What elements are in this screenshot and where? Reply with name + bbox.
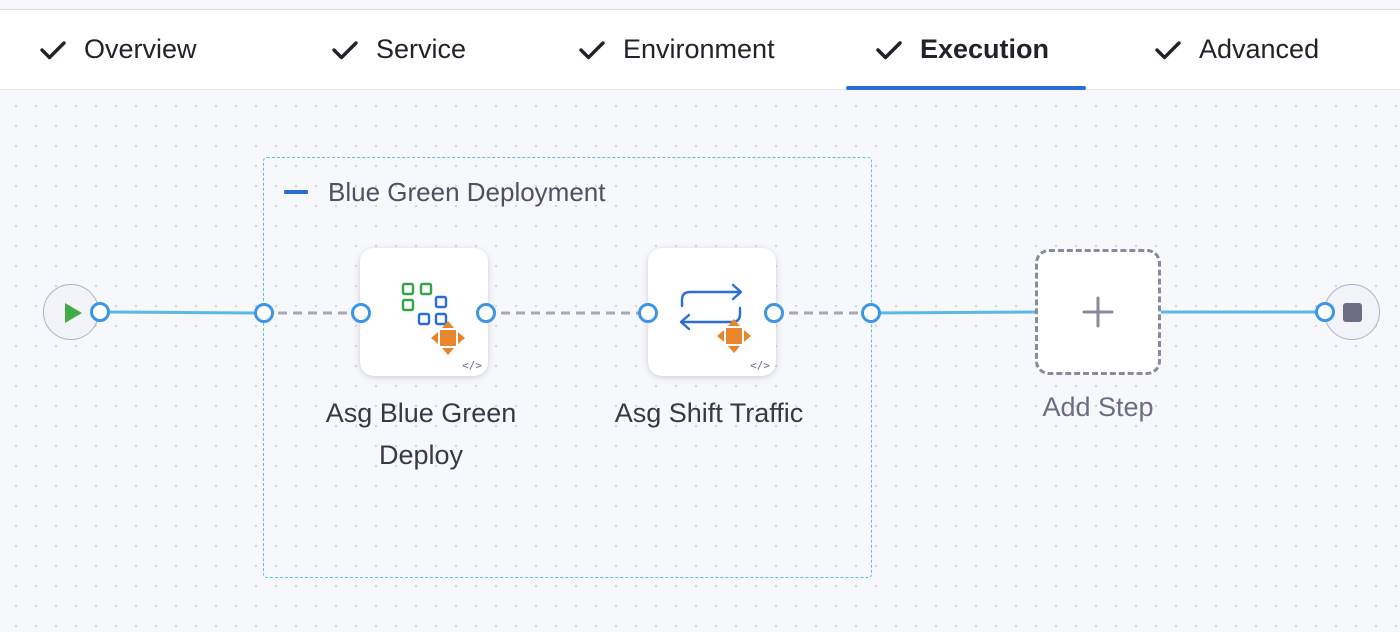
tab-label: Overview [84,34,197,64]
step-label: Asg Blue Green Deploy [300,392,542,476]
autoscaling-arrows [717,319,751,353]
group-output-port[interactable] [861,303,881,323]
yaml-badge: </> [462,359,482,372]
check-icon [40,40,66,59]
collapse-icon[interactable] [284,190,308,194]
tab-advanced[interactable]: Advanced [1153,10,1319,89]
plus-icon [1082,296,1114,328]
step-output-port[interactable] [476,303,496,323]
step-input-port[interactable] [638,303,658,323]
pipeline-start-node[interactable] [43,284,99,340]
end-input-port[interactable] [1315,302,1335,322]
step-group-container [263,157,872,578]
tab-label: Execution [920,34,1050,64]
group-input-port[interactable] [254,303,274,323]
active-tab-indicator [846,86,1086,90]
step-label-line: Asg Blue Green [325,398,517,428]
asg-blue-green-deploy-icon [401,282,465,355]
step-asg-shift-traffic[interactable]: </> [648,248,776,376]
check-icon [332,40,358,59]
add-step-button[interactable] [1035,249,1161,375]
step-label: Asg Shift Traffic [614,398,804,428]
tab-overview[interactable]: Overview [38,10,197,89]
stop-icon [1343,303,1362,322]
check-icon [876,40,902,59]
tab-label: Service [376,34,467,64]
tab-service[interactable]: Service [330,10,466,89]
tab-label: Environment [623,34,775,64]
step-group-header[interactable]: Blue Green Deployment [284,172,605,212]
autoscaling-arrows [431,321,465,355]
yaml-badge: </> [750,359,770,372]
check-icon [1155,40,1181,59]
step-output-port[interactable] [764,303,784,323]
connector-group-to-add [869,310,1036,315]
tab-environment[interactable]: Environment [577,10,775,89]
step-input-port[interactable] [351,303,371,323]
step-label-line: Deploy [378,440,464,470]
step-asg-blue-green-deploy[interactable]: </> [360,248,488,376]
play-icon [65,303,82,323]
tab-label: Advanced [1199,34,1320,64]
pipeline-end-node[interactable] [1324,284,1380,340]
add-step-label: Add Step [1042,392,1154,422]
connector-start-to-group [99,310,264,315]
wizard-tab-bar: Overview Service Environment Execution A… [0,10,1400,90]
tab-execution[interactable]: Execution [874,10,1049,89]
top-border [0,0,1400,10]
check-icon [579,40,605,59]
start-output-port[interactable] [90,302,110,322]
asg-shift-traffic-icon [679,283,751,353]
step-group-title: Blue Green Deployment [328,176,606,207]
